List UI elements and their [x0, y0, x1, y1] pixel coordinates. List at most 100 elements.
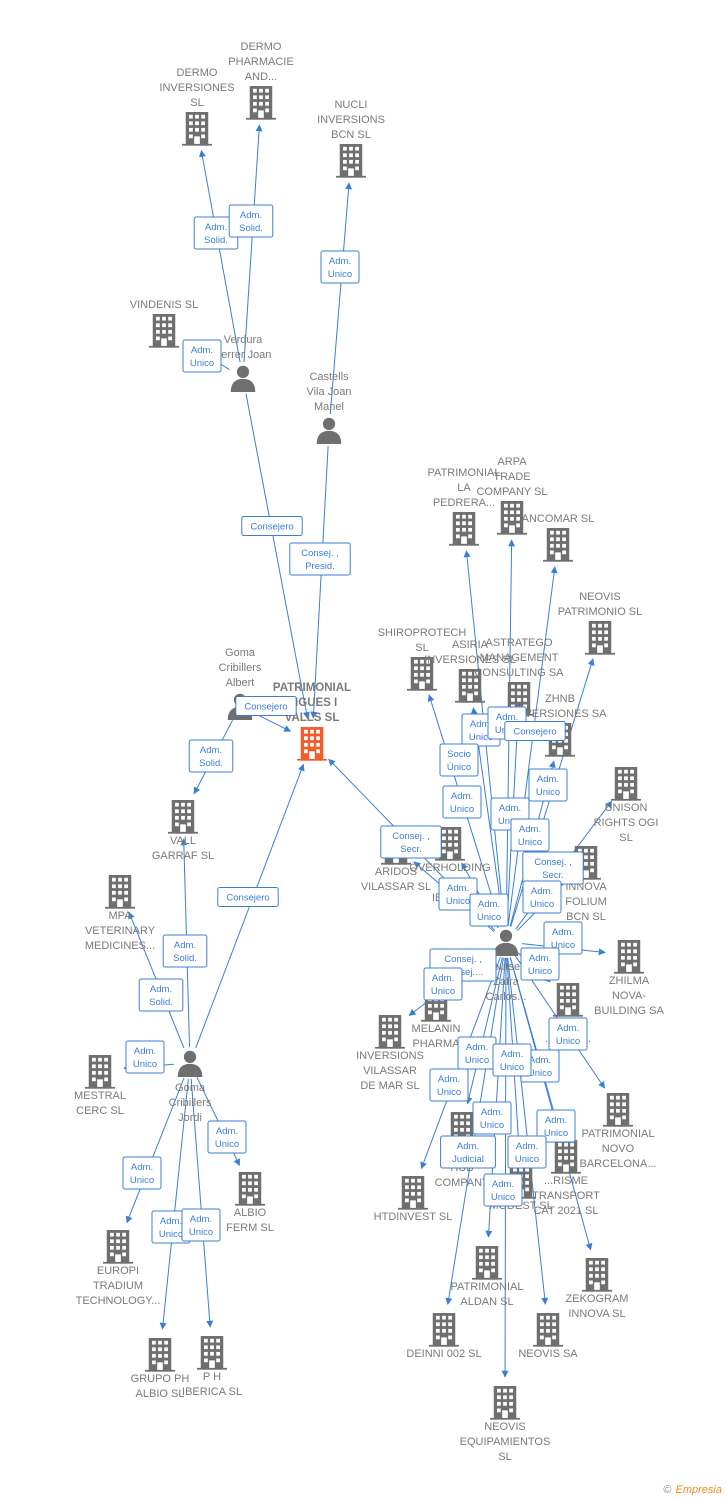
- node-deinni[interactable]: DEINNI 002 SL: [406, 1313, 482, 1360]
- node-dermo_pharm[interactable]: DERMOPHARMACIEAND...: [228, 41, 294, 120]
- node-label: BCN SL: [566, 911, 606, 923]
- edge-label-text: Adm.: [529, 1055, 551, 1066]
- edge-label-goma_jordi-to-albio_ferm[interactable]: Adm.Unico: [207, 1120, 247, 1154]
- edge-label-zafra-to-zekogram[interactable]: Adm.Unico: [536, 1109, 576, 1143]
- edge-label-text: Adm.: [537, 774, 559, 785]
- edge-label-zafra-to-innova_folium[interactable]: Adm.Unico: [522, 880, 562, 914]
- edge-label-box: [380, 825, 442, 859]
- edge-label-castells-to-patrimonial_rigues[interactable]: Consej. ,Presid.: [289, 542, 351, 576]
- node-htdinvest[interactable]: HTDINVEST SL: [374, 1176, 453, 1223]
- edge-label-goma_albert-to-patrimonial_rigues[interactable]: Consejero: [235, 696, 297, 716]
- footer-brand[interactable]: ©Empresia: [663, 1484, 722, 1496]
- node-label: PATRIMONIAL: [582, 1128, 655, 1140]
- edge-label-zafra-to-inv_vilassar[interactable]: Adm.Unico: [423, 967, 463, 1001]
- edge-label-zafra-to-asiria[interactable]: Adm.Unico: [442, 785, 482, 819]
- edge-label-zafra-to-htdinvest[interactable]: Adm.Unico: [429, 1068, 469, 1102]
- edge-label-zafra-to-zhilma[interactable]: Adm.Unico: [543, 921, 583, 955]
- edge-label-text: Adm.: [516, 1141, 538, 1152]
- edge-label-goma_jordi-to-patrimonial_rigues[interactable]: Consejero: [217, 887, 279, 907]
- edge-label-text: Adm.: [496, 712, 518, 723]
- node-label: NEOVIS: [579, 591, 621, 603]
- edge-label-box: [188, 739, 234, 773]
- edge-label-text: Unico: [515, 1154, 539, 1165]
- edge-label-text: Adm.: [438, 1074, 460, 1085]
- edge-label-goma_albert-to-vall_garraf[interactable]: Adm.Solid.: [188, 739, 234, 773]
- edge-label-box: [522, 880, 562, 914]
- edge-label-goma_jordi-to-mestral[interactable]: Adm.Unico: [125, 1040, 165, 1074]
- edge-label-box: [469, 893, 509, 927]
- edge-label-goma_jordi-to-mpa[interactable]: Adm.Solid.: [138, 978, 184, 1012]
- edge-label-zafra-to-neovis_patr[interactable]: Adm.Unico: [528, 768, 568, 802]
- node-neovis_sa[interactable]: NEOVIS SA: [518, 1313, 578, 1360]
- building-icon: [429, 1313, 459, 1347]
- edge-label-text: Consejero: [513, 727, 556, 738]
- edge-label-goma_jordi-to-vall_garraf[interactable]: Adm.Solid.: [162, 934, 208, 968]
- node-label: TECHNOLOGY...: [76, 1295, 161, 1307]
- edge-label-zafra-to-neovis_equip[interactable]: Adm.Unico: [483, 1173, 523, 1207]
- edge-label-text: Adm.: [519, 824, 541, 835]
- edge-label-zafra-to-hub_company[interactable]: Adm.Unico: [457, 1036, 497, 1070]
- edge-label-zafra-to-unison[interactable]: Consej. ,Secr.: [522, 851, 584, 885]
- edge-label-zafra-to-patr_novo[interactable]: Adm.Unico: [548, 1017, 588, 1051]
- edge-label-goma_jordi-to-grupo_ph[interactable]: Adm.Unico: [151, 1210, 191, 1244]
- edge-label-text: Consejero: [226, 893, 269, 904]
- node-vindenis[interactable]: VINDENIS SL: [130, 299, 198, 348]
- edge-label-goma_jordi-to-europi[interactable]: Adm.Unico: [122, 1156, 162, 1190]
- edge-label-verdura-to-vindenis[interactable]: Adm.Unico: [182, 339, 222, 373]
- node-patr_novo[interactable]: PATRIMONIALNOVOBARCELONA...: [579, 1093, 657, 1170]
- node-label: UNISON: [605, 802, 648, 814]
- person-icon: [230, 365, 256, 392]
- edge-label-verdura-to-patrimonial_rigues[interactable]: Consejero: [241, 516, 303, 536]
- edge-label-goma_jordi-to-ph_iberica[interactable]: Adm.Unico: [181, 1208, 221, 1242]
- edge-label-verdura-to-dermo_pharm[interactable]: Adm.Solid.: [228, 204, 274, 238]
- edge-label-box: [439, 743, 479, 777]
- node-label: INVERSIONES: [159, 82, 234, 94]
- node-ancomar[interactable]: ANCOMAR SL: [522, 513, 595, 562]
- node-label: RIGUES I: [287, 697, 337, 709]
- node-patr_pedrera[interactable]: PATRIMONIALLAPEDRERA...: [428, 467, 501, 546]
- node-europi[interactable]: EUROPITRADIUMTECHNOLOGY...: [76, 1230, 161, 1307]
- node-mpa[interactable]: MPAVETERINARYMEDICINES...: [85, 875, 156, 952]
- edge-label-text: Unico: [551, 940, 575, 951]
- edge-label-zafra-to-ancomar[interactable]: Consejero: [504, 721, 566, 741]
- edge-label-zafra-to-patrimonial_rigues[interactable]: Consej. ,Secr.: [380, 825, 442, 859]
- edge-label-zafra-to-zhnb[interactable]: Adm.Unico: [510, 818, 550, 852]
- edge-label-zafra-to-overholding[interactable]: Adm.Unico: [469, 893, 509, 927]
- edge-label-zafra-to-deinni[interactable]: Adm.Unico: [472, 1101, 512, 1135]
- edge-label-zafra-to-neovis_sa[interactable]: Adm. Unico: [507, 1135, 547, 1169]
- edge-label-zafra-to-modest[interactable]: Adm.Unico: [492, 1043, 532, 1077]
- edge-label-zafra-to-patr_aldan[interactable]: Adm.Judicial: [440, 1135, 496, 1169]
- node-label: FOLIUM: [565, 896, 607, 908]
- edge-label-castells-to-nucli[interactable]: Adm.Unico: [320, 250, 360, 284]
- node-label: Vila Joan: [306, 386, 351, 398]
- edge-label-zafra-to-sandoz[interactable]: Adm.Unico: [520, 947, 560, 981]
